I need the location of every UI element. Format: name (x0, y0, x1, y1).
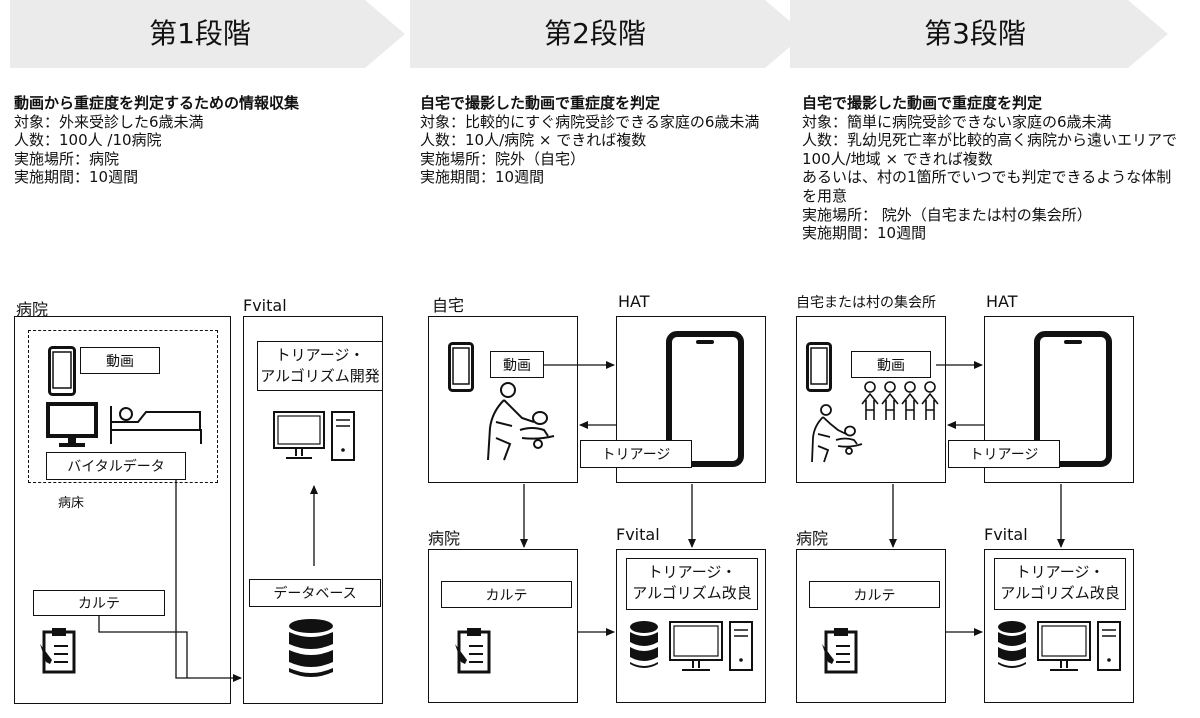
smartphone-icon (806, 342, 832, 392)
home-label-3: 自宅または村の集会所 (796, 295, 936, 311)
video-tag-3: 動画 (851, 351, 931, 378)
bed-area-dashed (28, 330, 218, 483)
stage-2-lead: 自宅で撮影した動画で重症度を判定 (420, 94, 661, 112)
stage-3-body: 対象：簡単に病院受診できない家庭の6歳未満 人数：乳幼児死亡率が比較的高く病院か… (802, 112, 1178, 243)
stage-1-body: 対象：外来受診した6歳未満 人数：100人 /10病院 実施場所：病院 実施期間… (14, 112, 204, 187)
video-tag-2: 動画 (490, 351, 544, 378)
video-tag-1: 動画 (80, 347, 160, 374)
stage-1-description: 動画から重症度を判定するための情報収集対象：外来受診した6歳未満 人数：100人… (14, 94, 384, 187)
smartphone-icon (48, 346, 76, 396)
tablet-icon (666, 331, 744, 467)
clipboard-icon (822, 628, 858, 674)
stage-2-body: 対象：比較的にすぐ病院受診できる家庭の6歳未満 人数：10人/病院 × できれば… (420, 112, 760, 187)
stage-3-chevron (790, 0, 1168, 68)
fvital-label-1: Fvital (243, 296, 287, 315)
vital-data-tag: バイタルデータ (46, 452, 186, 480)
caregiver-baby-icon (811, 404, 863, 463)
algorithm-improvement-tag-2: トリアージ・ アルゴリズム改良 (626, 558, 758, 610)
clipboard-icon (40, 628, 76, 674)
computer-icon (1037, 621, 1121, 671)
stage-3-title: 第3段階 (924, 17, 1026, 50)
stage-2-title: 第2段階 (544, 17, 646, 50)
bed-icon (110, 406, 202, 444)
stage-1-chevron (10, 0, 405, 68)
stage-3-description: 自宅で撮影した動画で重症度を判定対象：簡単に病院受診できない家庭の6歳未満 人数… (802, 94, 1182, 243)
database-tag: データベース (249, 579, 381, 607)
hat-label-2: HAT (618, 292, 650, 311)
database-icon (998, 621, 1026, 668)
stage-2-description: 自宅で撮影した動画で重症度を判定対象：比較的にすぐ病院受診できる家庭の6歳未満 … (420, 94, 780, 187)
hat-label-3: HAT (986, 292, 1018, 311)
hospital-label-2: 病院 (428, 529, 461, 548)
home-label-2: 自宅 (432, 296, 465, 315)
smartphone-icon (448, 342, 474, 392)
database-icon (289, 619, 333, 677)
algorithm-development-tag: トリアージ・ アルゴリズム開発 (257, 341, 383, 391)
bed-label: 病床 (58, 496, 85, 511)
database-icon (630, 621, 658, 668)
triage-tag-3: トリアージ (948, 440, 1060, 468)
fvital-label-3: Fvital (984, 525, 1028, 544)
monitor-icon (46, 402, 98, 447)
chart-tag-3: カルテ (809, 581, 940, 608)
triage-tag-2: トリアージ (580, 440, 692, 468)
hospital-label-3: 病院 (796, 529, 829, 548)
clipboard-icon (455, 628, 491, 674)
children-group-icon (861, 381, 939, 420)
chart-tag-1: カルテ (33, 590, 165, 616)
computer-icon (273, 411, 355, 461)
tablet-icon (1034, 331, 1112, 467)
hospital-label-1: 病院 (16, 300, 49, 319)
stage-1-title: 第1段階 (149, 17, 251, 50)
computer-icon (669, 621, 753, 671)
caregiver-baby-icon (487, 382, 555, 461)
stage-3-lead: 自宅で撮影した動画で重症度を判定 (802, 94, 1043, 112)
chart-tag-2: カルテ (441, 581, 572, 608)
hospital-box-2 (428, 549, 578, 703)
stage-1-lead: 動画から重症度を判定するための情報収集 (14, 94, 300, 112)
stage-2-chevron (410, 0, 805, 68)
hospital-box-3 (796, 549, 946, 703)
algorithm-improvement-tag-3: トリアージ・ アルゴリズム改良 (994, 558, 1126, 610)
fvital-label-2: Fvital (616, 525, 660, 544)
